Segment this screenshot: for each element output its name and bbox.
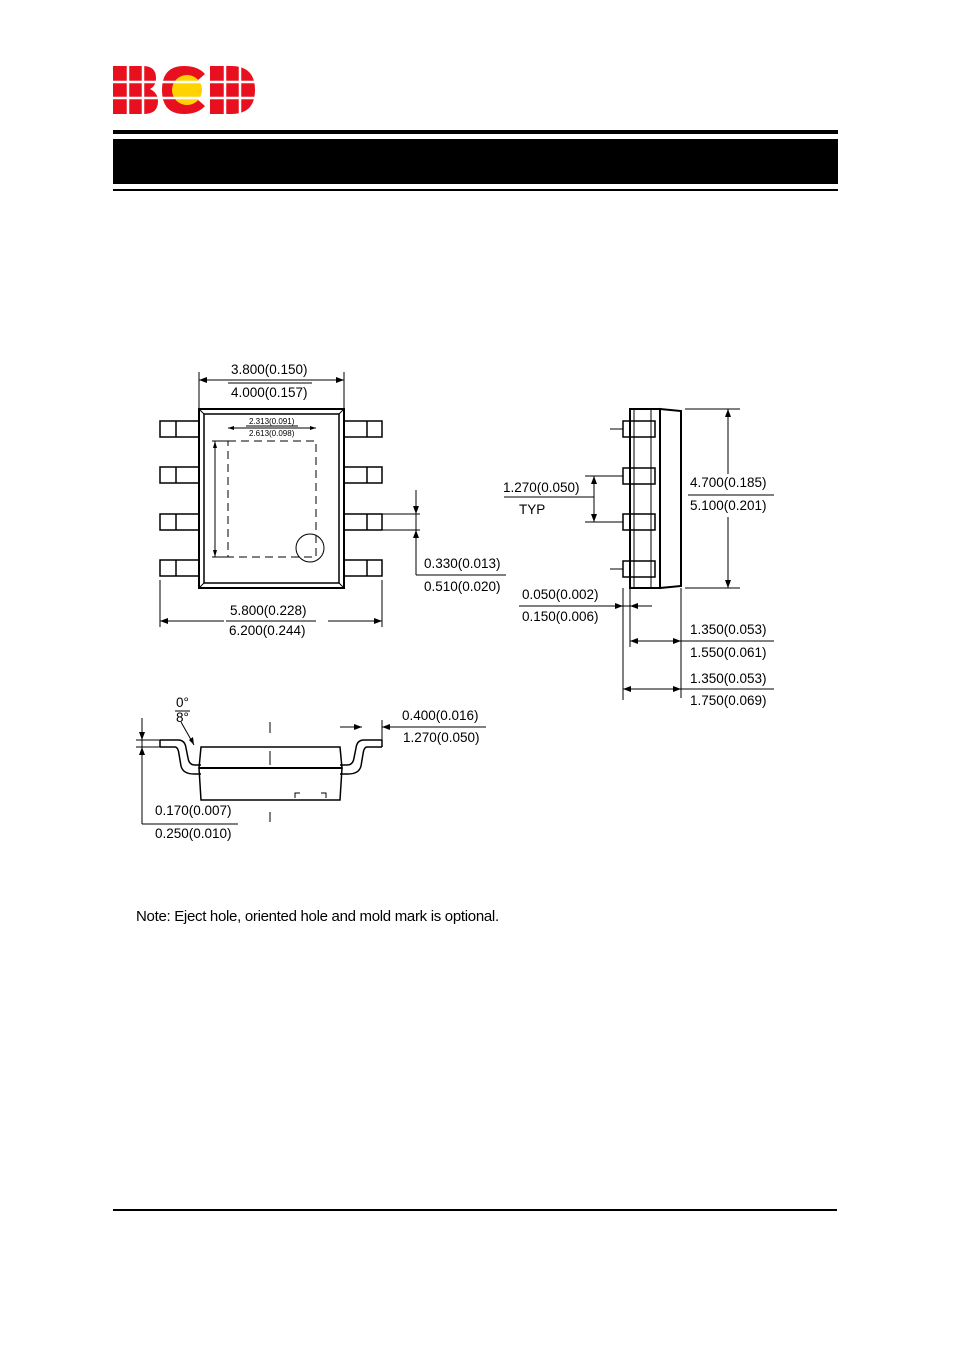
- standoff-min-label: 0.050(0.002): [522, 587, 599, 602]
- body-width-max-label: 4.000(0.157): [231, 385, 308, 400]
- lead-width-min-label: 0.330(0.013): [424, 556, 501, 571]
- footer-rule: [113, 1209, 837, 1211]
- end-view-package: [159, 739, 383, 801]
- left-leads: [159, 420, 200, 577]
- end-view-dimension-lines: [136, 710, 486, 825]
- body-height-max-label: 1.550(0.061): [690, 645, 767, 660]
- body-height-min-label: 1.350(0.053): [690, 622, 767, 637]
- body-width-min-label: 3.800(0.150): [231, 362, 308, 377]
- pin1-mark-circle: [295, 533, 325, 563]
- standoff-max-label: 0.150(0.006): [522, 609, 599, 624]
- overall-height-max-label: 1.750(0.069): [690, 693, 767, 708]
- side-view-package: [622, 407, 682, 590]
- overall-width-max-label: 6.200(0.244): [229, 623, 306, 638]
- top-view-dimension-lines: [159, 372, 506, 627]
- pad-width-max-label: 2.613(0.098): [249, 429, 295, 438]
- side-view-dimension-lines: [504, 408, 774, 700]
- pad-width-min-label: 2.313(0.091): [249, 417, 295, 426]
- top-view-package: [159, 408, 383, 589]
- lead-width-max-label: 0.510(0.020): [424, 579, 501, 594]
- header-rule-bottom: [113, 189, 838, 191]
- header-rule-top: [113, 130, 838, 134]
- title-bar: [113, 139, 838, 184]
- logo-letter-b: [113, 66, 158, 114]
- overall-height-min-label: 1.350(0.053): [690, 671, 767, 686]
- optional-features-note: Note: Eject hole, oriented hole and mold…: [136, 908, 499, 925]
- overall-width-min-label: 5.800(0.228): [230, 603, 307, 618]
- pitch-typ-label: TYP: [519, 502, 545, 517]
- pitch-label: 1.270(0.050): [503, 480, 580, 495]
- side-view-leads: [622, 420, 656, 578]
- foot-length-min-label: 0.400(0.016): [402, 708, 479, 723]
- bcd-logo: [113, 66, 255, 114]
- logo-letter-d: [210, 66, 255, 114]
- foot-length-max-label: 1.270(0.050): [403, 730, 480, 745]
- lead-thickness-max-label: 0.250(0.010): [155, 826, 232, 841]
- lead-thickness-min-label: 0.170(0.007): [155, 803, 232, 818]
- length-max-label: 5.100(0.201): [690, 498, 767, 513]
- angle-min-label: 0°: [176, 695, 189, 710]
- length-min-label: 4.700(0.185): [690, 475, 767, 490]
- right-leads: [343, 420, 383, 577]
- angle-max-label: 8°: [176, 710, 189, 725]
